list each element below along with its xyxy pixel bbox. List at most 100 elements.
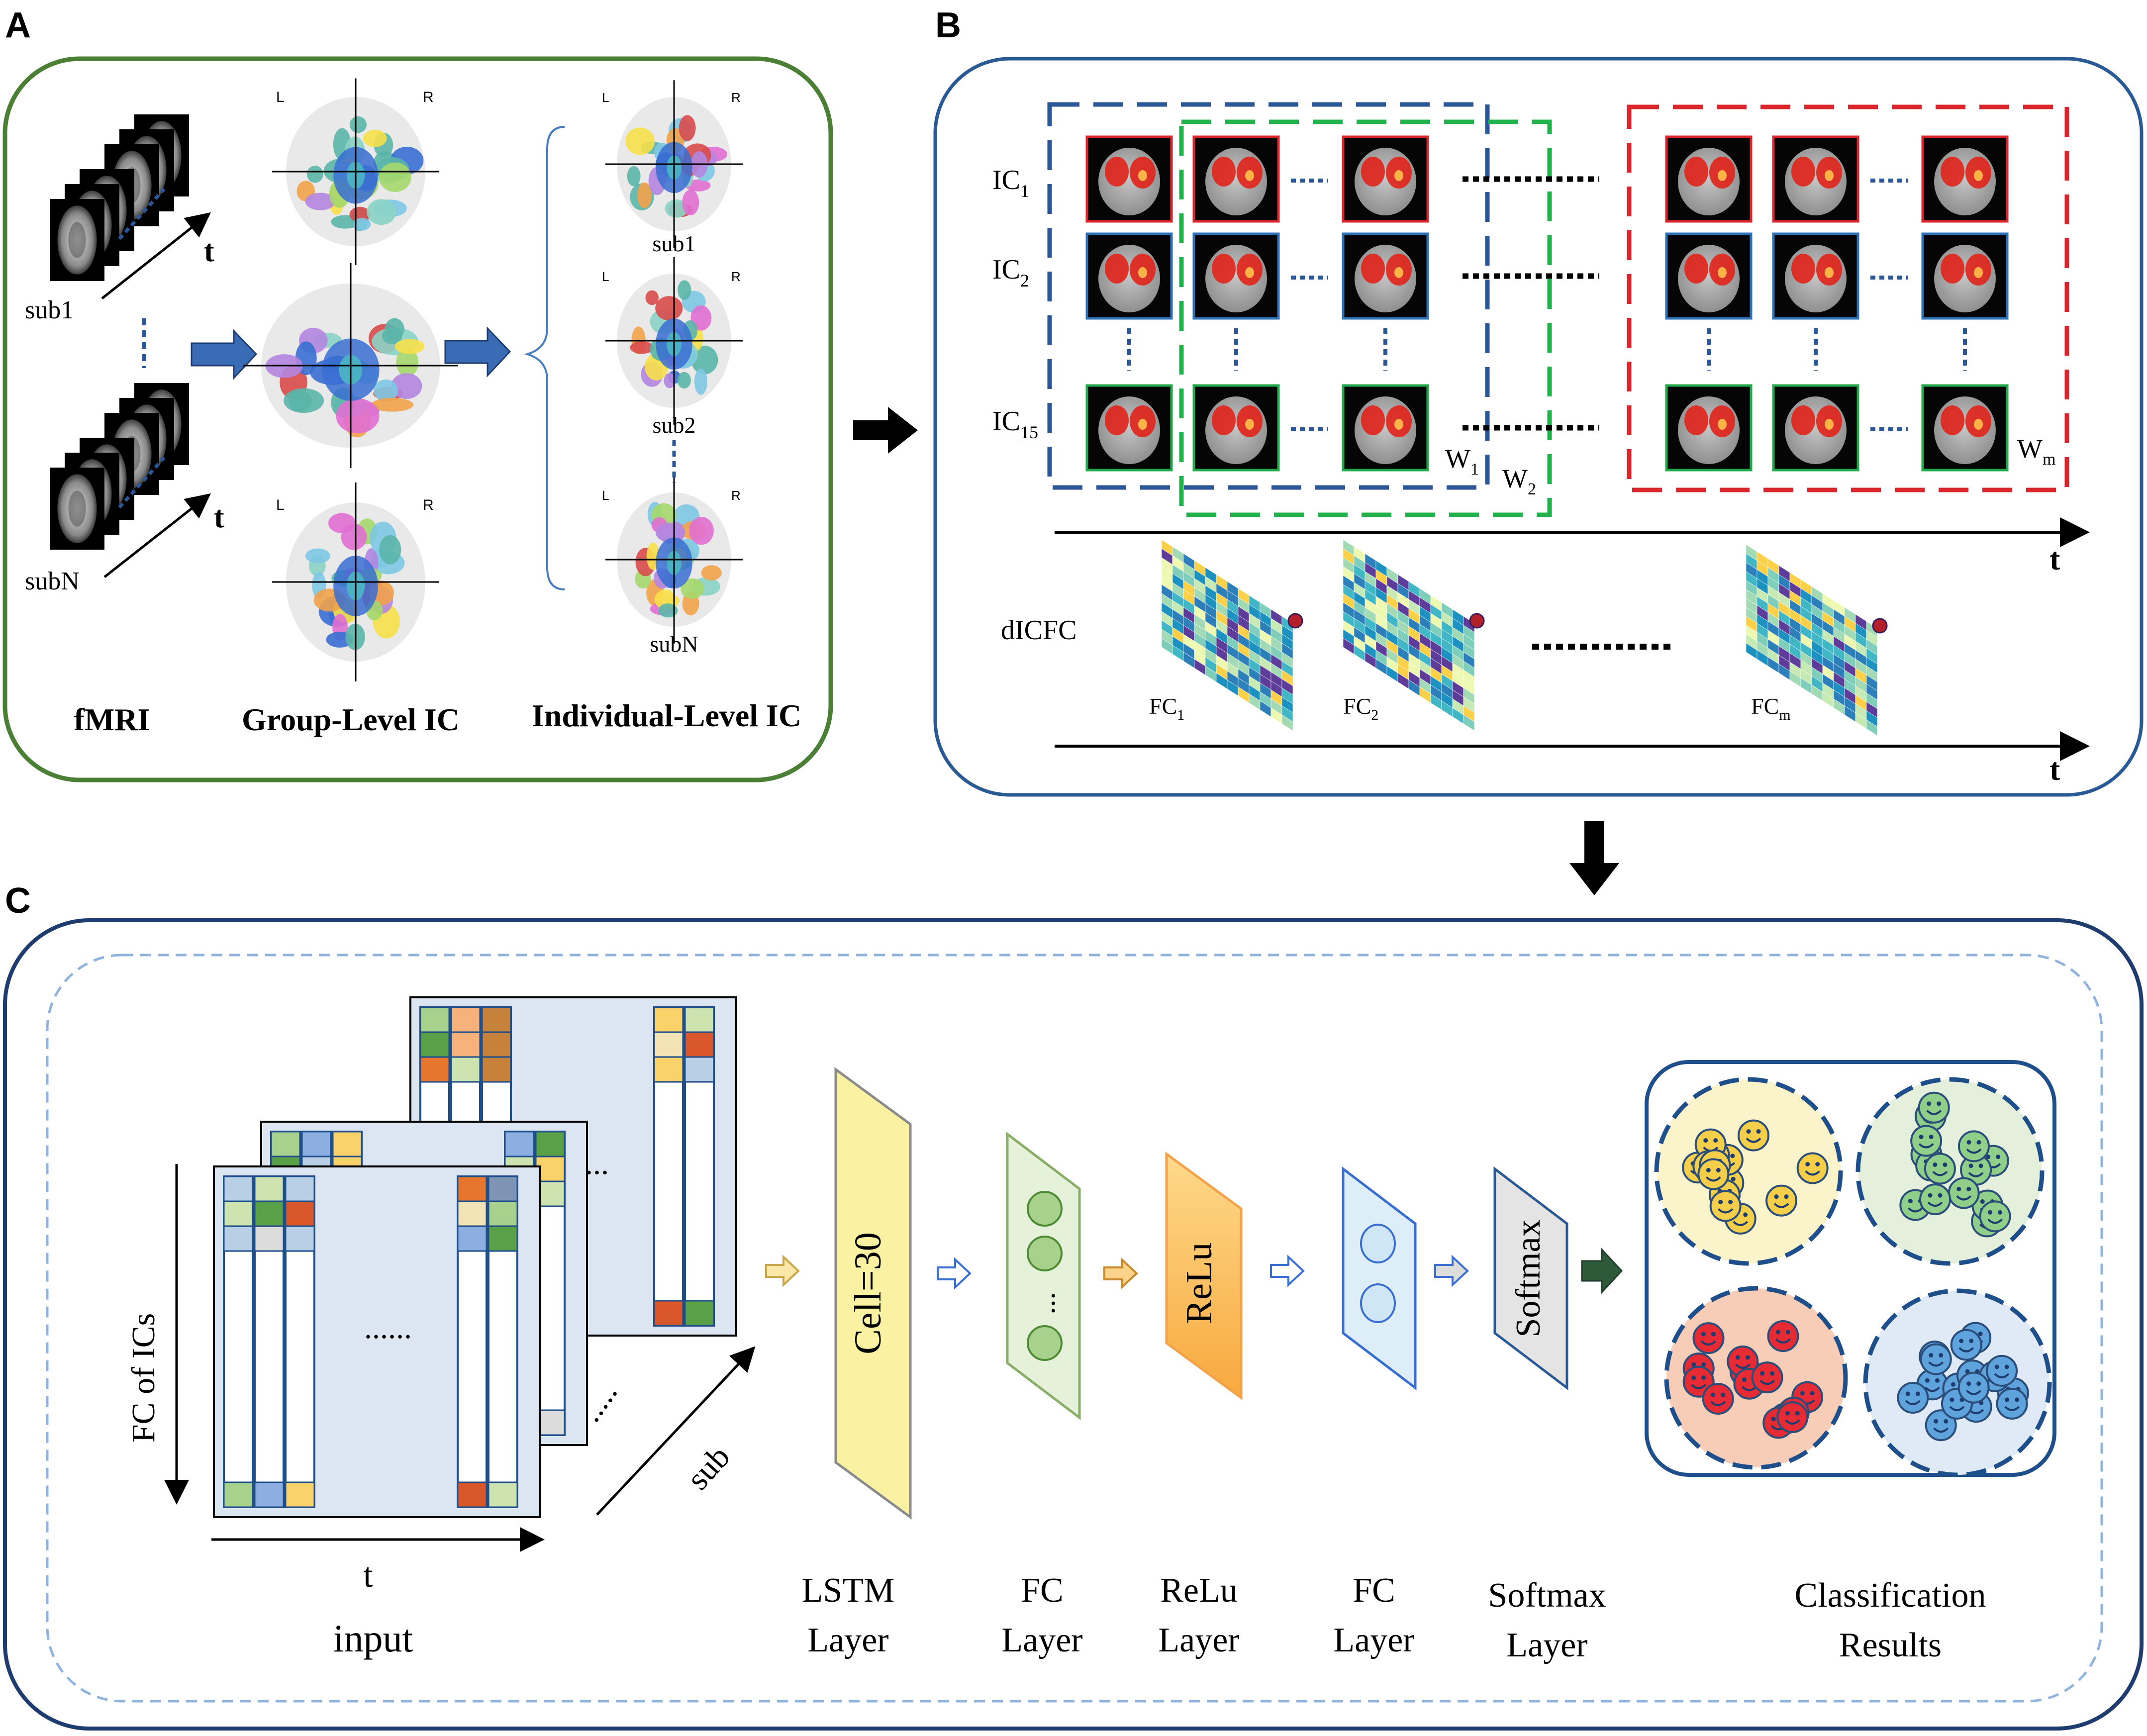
input-matrix-back-cell [684,1006,715,1033]
fc1-neuron-0 [1027,1191,1063,1227]
ic-tile-r1-c1-peak [1245,267,1254,278]
layer-arrows [765,1248,1623,1294]
cluster-blue-face-eye-l [2005,1397,2010,1402]
cluster-yellow-boundary [1654,1077,1843,1266]
time-axis-a1 [101,212,211,299]
cluster-green-face-eye-l [1956,1186,1961,1191]
ic-tile-r1-c2-activation-left [1361,254,1385,284]
input-x-axis-label: t [363,1556,373,1595]
cluster-blue-face-smile [1924,1386,1940,1392]
individual-subn-region [701,565,722,580]
cluster-red-face [1751,1361,1783,1394]
orientation-left-ind1: L [602,90,609,105]
layer-caption-fc1-2: Layer [1001,1621,1082,1659]
cluster-blue-face-eye-l [1966,1381,1971,1386]
fmri-stack-subn [50,383,189,550]
input-matrix-front-cell [223,1200,254,1227]
input-matrix-front-cell-bottom [223,1481,254,1508]
panel-a-label: A [5,5,31,45]
ic-tile-r1-c3-peak [1718,267,1727,278]
cluster-red-face-eye-l [1735,1355,1740,1360]
cluster-blue-face-eye-l [1965,1369,1970,1374]
individual-subn-region [681,578,704,599]
cluster-yellow-face-eye-l [1718,1200,1723,1205]
cluster-green-face-eye-l [1986,1155,1991,1159]
group-sagittal-region [391,373,422,399]
group-coronal-region [306,166,323,183]
individual-sub2-region [630,341,654,354]
cluster-yellow-face-eye-r [1730,1154,1735,1158]
orientation-left-ind2: L [602,269,609,284]
input-caption: input [333,1617,413,1660]
mri-stack-dots [118,188,166,240]
ic-tile-r0-c2-peak [1394,170,1403,181]
layer-caption-fc2-2: Layer [1333,1621,1414,1659]
arrow-fc1-to-relu [1103,1257,1138,1290]
input-matrix-mid-cell [301,1131,332,1157]
ic-tile-r2-c1-peak [1245,419,1254,430]
panel-c-inner-border [46,954,2103,1703]
cluster-blue-face-smile [1966,1390,1982,1395]
cluster-green-face-eye-l [1927,1101,1932,1106]
results-caption-1: Classification [1795,1576,1986,1615]
cluster-green-face-smile [1987,1218,2003,1224]
cluster-blue-face [1996,1387,2028,1420]
group-coronal-region [363,129,387,147]
cluster-blue-face-eye-r [1978,1332,1983,1337]
input-matrix-front-cell [488,1200,518,1227]
cluster-blue-face [1925,1409,1957,1442]
input-matrix-back-cell [481,1056,512,1083]
group-coronal-region [353,217,371,231]
input-matrix-back-cell-bottom [653,1300,684,1327]
individual-sub2-label: sub2 [653,412,696,438]
ic-tile-r0-c4-activation-left [1791,157,1815,187]
individual-subn-region [655,522,685,543]
cluster-red-face-eye-r [1721,1392,1726,1397]
input-matrix-front-cell [457,1175,488,1202]
input-matrix-mid-cell [504,1131,535,1157]
ic-tile-r1-c3-activation-left [1684,254,1708,284]
results-caption-2: Results [1839,1626,1942,1664]
ic-tile-r2-c0-peak [1138,419,1147,430]
fc-label-2: FC2 [1343,693,1378,723]
cluster-red-face-smile [1735,1363,1751,1369]
cluster-green-face-eye-r [1943,1162,1948,1167]
dicfc-label: dICFC [1001,615,1077,646]
ic-tile-r2-c4-peak [1825,419,1834,430]
cluster-green-face-eye-l [1908,1198,1913,1203]
class-clusters [1654,1077,2052,1477]
caption-fmri: fMRI [74,702,150,737]
individual-subn-region [658,603,678,618]
cluster-blue-face-eye-r [1935,1378,1940,1383]
cluster-green-face-eye-r [1976,1140,1981,1145]
cluster-yellow-face-eye-r [1756,1129,1761,1134]
orientation-right-ind2: R [731,269,741,284]
input-y-axis-label: FC of ICs [125,1313,162,1443]
individual-sub2-region [694,368,707,395]
input-ellipsis: ...... [364,1310,412,1345]
orientation-right-ind3: R [731,488,741,503]
input-matrix-back-cell [684,1056,715,1083]
cluster-yellow-face-smile [1773,1203,1789,1208]
input-matrix-back-cell [450,1006,481,1033]
cluster-red-face-eye-l [1701,1332,1706,1337]
cluster-green-face-eye-r [1998,1210,2003,1215]
cluster-red-face-eye-l [1800,1391,1805,1396]
time-label-b2: t [2049,752,2060,787]
input-matrix-front-cell [223,1225,254,1252]
fc-map-m-marker [1872,618,1888,634]
cluster-green-face-eye-l [1968,1163,1973,1168]
window-wm [1627,104,2069,492]
ic-row-label-2: IC2 [992,254,1029,290]
cluster-blue-face-eye-r [1976,1381,1981,1386]
cluster-green-face-eye-l [1928,1193,1933,1198]
caption-group-level: Group-Level IC [242,702,460,737]
layer-caption-relu-2: Layer [1158,1621,1239,1659]
ic-tile-r0-c5-activation-left [1941,157,1964,187]
cluster-yellow-face-eye-r [1731,1176,1736,1181]
input-depth-axis-label: sub [680,1439,737,1497]
cluster-green-face-eye-l [1966,1140,1971,1145]
cluster-yellow-face-smile [1805,1170,1821,1176]
